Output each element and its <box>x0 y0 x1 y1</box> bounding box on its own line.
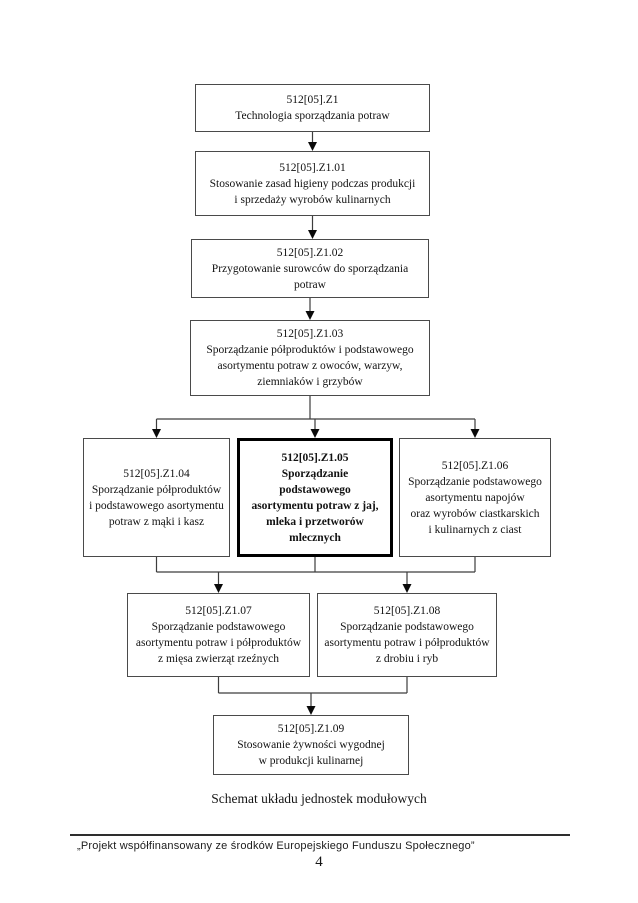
flowchart-node-z1-03: 512[05].Z1.03 Sporządzanie półproduktów … <box>190 320 430 396</box>
node-title: Przygotowanie surowców do sporządzania p… <box>211 262 409 291</box>
arrowhead-icon <box>305 311 315 320</box>
node-title: Sporządzanie podstawowego asortymentu po… <box>251 467 379 544</box>
flowchart-node-z1: 512[05].Z1 Technologia sporządzania potr… <box>195 84 430 132</box>
node-title: Sporządzanie podstawowego asortymentu po… <box>324 621 490 665</box>
flowchart-node-z1-07: 512[05].Z1.07 Sporządzanie podstawowego … <box>127 593 310 677</box>
arrowhead-icon <box>310 429 320 438</box>
node-title: Stosowanie żywności wygodnej w produkcji… <box>237 739 385 767</box>
arrowhead-icon <box>308 142 317 151</box>
node-code: 512[05].Z1.03 <box>276 328 344 340</box>
node-code: 512[05].Z1.07 <box>185 605 252 617</box>
node-code: 512[05].Z1 <box>286 94 339 106</box>
node-code: 512[05].Z1.05 <box>281 451 349 464</box>
footer-divider <box>70 834 570 836</box>
page-number: 4 <box>315 854 323 870</box>
node-code: 512[05].Z1.06 <box>441 459 509 472</box>
flowchart-node-z1-09: 512[05].Z1.09 Stosowanie żywności wygodn… <box>213 715 409 775</box>
arrowhead-icon <box>306 706 316 715</box>
node-title: Sporządzanie półproduktów i podstawowego… <box>89 483 224 528</box>
flowchart-node-z1-02: 512[05].Z1.02 Przygotowanie surowców do … <box>191 239 429 298</box>
arrowhead-icon <box>152 429 161 438</box>
arrowheads <box>152 142 480 715</box>
arrowhead-icon <box>308 230 317 239</box>
flowchart-node-z1-08: 512[05].Z1.08 Sporządzanie podstawowego … <box>317 593 497 677</box>
arrowhead-icon <box>470 429 480 438</box>
node-title: Sporządzanie podstawowego asortymentu na… <box>408 475 542 536</box>
diagram-caption: Schemat układu jednostek modułowych <box>211 791 427 806</box>
node-title: Sporządzanie półproduktów i podstawowego… <box>206 344 414 388</box>
arrowhead-icon <box>214 584 223 593</box>
node-code: 512[05].Z1.09 <box>277 723 345 735</box>
flowchart-node-z1-04: 512[05].Z1.04 Sporządzanie półproduktów … <box>83 438 230 557</box>
node-title: Sporządzanie podstawowego asortymentu po… <box>135 621 302 665</box>
flowchart-node-z1-05: 512[05].Z1.05 Sporządzanie podstawowego … <box>237 438 393 557</box>
node-code: 512[05].Z1.02 <box>276 246 344 259</box>
node-code: 512[05].Z1.01 <box>279 161 346 174</box>
flowchart-node-z1-06: 512[05].Z1.06 Sporządzanie podstawowego … <box>399 438 551 557</box>
arrowhead-icon <box>402 584 412 593</box>
node-title: Stosowanie zasad higieny podczas produkc… <box>209 177 416 206</box>
node-title: Technologia sporządzania potraw <box>235 110 390 122</box>
flowchart-node-z1-01: 512[05].Z1.01 Stosowanie zasad higieny p… <box>195 151 430 216</box>
node-code: 512[05].Z1.08 <box>373 605 441 617</box>
connector-path <box>155 132 476 706</box>
footer-text: „Projekt współfinansowany ze środków Eur… <box>77 840 475 852</box>
node-code: 512[05].Z1.04 <box>123 467 190 480</box>
